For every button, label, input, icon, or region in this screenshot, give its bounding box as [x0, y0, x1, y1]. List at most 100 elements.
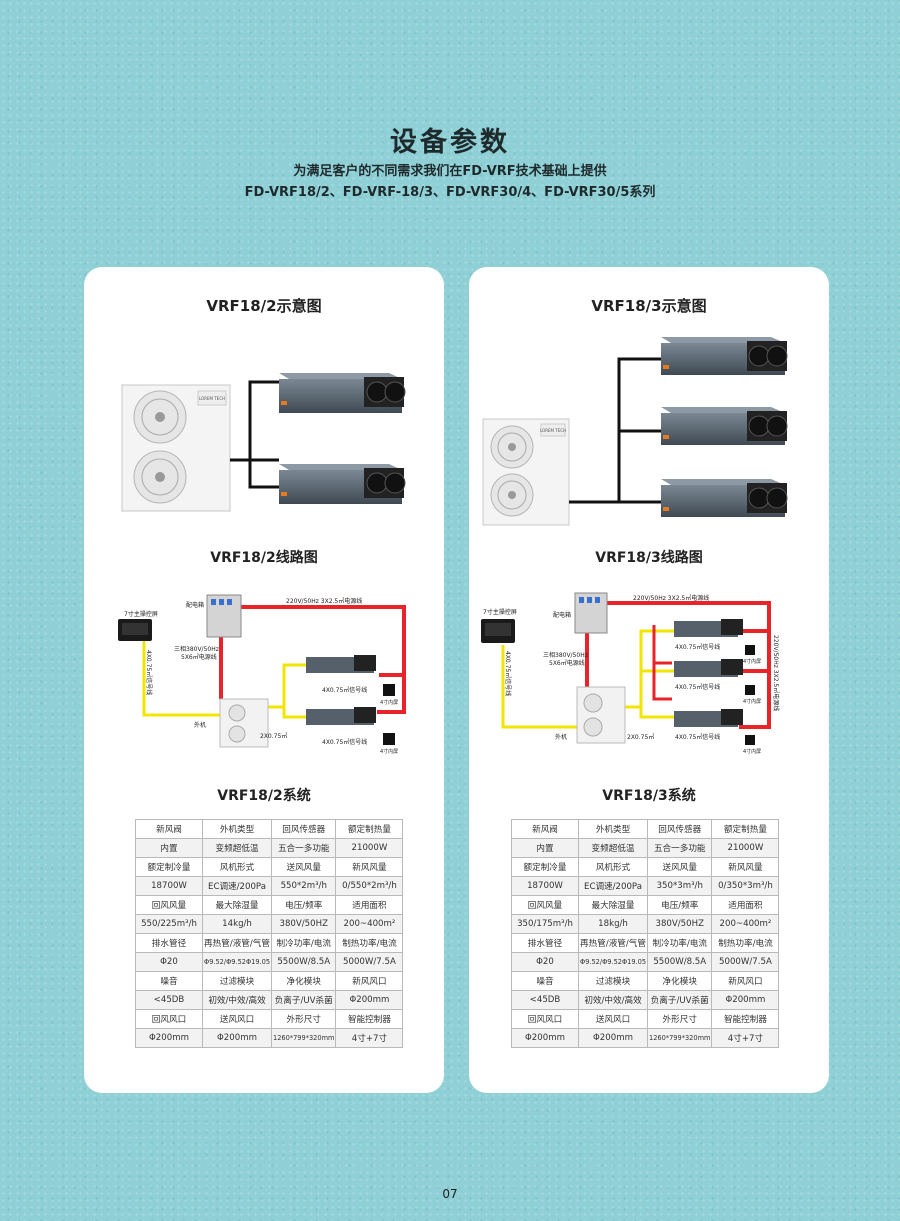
table-row: 回风风量最大除湿量电压/频率适用面积	[511, 895, 780, 915]
table-cell: <45DB	[511, 990, 579, 1010]
table-cell: 过滤模块	[201, 971, 273, 991]
wiring-diagram	[481, 592, 771, 745]
table-cell: 新风风量	[711, 857, 780, 877]
table-cell: 550/225m³/h	[135, 914, 203, 934]
table-cell: Φ200mm	[335, 990, 404, 1010]
table-cell: 14kg/h	[201, 914, 273, 934]
table-cell: 外机类型	[201, 819, 273, 839]
table-row: 额定制冷量风机形式送风风量新风风量	[135, 857, 404, 877]
table-cell: 额定制热量	[335, 819, 404, 839]
indoor-duct-unit	[279, 464, 406, 504]
table-cell: 200~400m²	[711, 914, 780, 934]
table-cell: 额定制热量	[711, 819, 780, 839]
table-cell: 初效/中效/高效	[201, 990, 273, 1010]
wiring-diagram	[118, 594, 406, 748]
table-row: 回风风量最大除湿量电压/频率适用面积	[135, 895, 404, 915]
table-row: 新风阀外机类型回风传感器额定制热量	[511, 819, 780, 839]
table-cell: 制冷功率/电流	[647, 933, 713, 953]
label-electric-box: 配电箱	[553, 611, 571, 619]
page-title: 设备参数	[390, 127, 510, 158]
vrf18-3-diagrams: LOREM TECH	[481, 337, 788, 745]
table-cell: EC调速/200Pa	[577, 876, 649, 896]
table-cell: 5000W/7.5A	[335, 952, 404, 972]
table-cell: 内置	[135, 838, 203, 858]
table-cell: 适用面积	[335, 895, 404, 915]
table-cell: 新风风口	[711, 971, 780, 991]
table-cell: 380V/50HZ	[647, 914, 713, 934]
indoor-duct-unit	[279, 373, 406, 413]
table-cell: 排水管径	[511, 933, 579, 953]
table-cell: 再热管/液管/气管	[201, 933, 273, 953]
wiring-title: VRF18/2线路图	[210, 550, 318, 566]
table-cell: 排水管径	[135, 933, 203, 953]
table-cell: 0/350*3m³/h	[711, 876, 780, 896]
table-cell: 回风传感器	[271, 819, 337, 839]
label-screen-1: 4寸内屏	[743, 658, 761, 665]
table-cell: Φ200mm	[135, 1028, 203, 1048]
brand-label: LOREM TECH	[199, 396, 225, 401]
brand-label: LOREM TECH	[540, 428, 566, 433]
table-cell: 最大除湿量	[201, 895, 273, 915]
table-cell: 制热功率/电流	[711, 933, 780, 953]
table-cell: 380V/50HZ	[271, 914, 337, 934]
table-cell: 变频超低温	[201, 838, 273, 858]
label-cable: 2X0.75㎡	[260, 732, 287, 740]
table-row: 噪音过滤模块净化模块新风风口	[511, 971, 780, 991]
table-cell: 净化模块	[647, 971, 713, 991]
table-cell: 最大除湿量	[577, 895, 649, 915]
table-cell: 净化模块	[271, 971, 337, 991]
vrf18-2-panel: VRF18/2示意图 LOREM TECH	[84, 267, 444, 1093]
table-cell: 1260*799*320mm	[647, 1028, 713, 1048]
table-cell: 350/175m³/h	[511, 914, 579, 934]
label-outdoor: 外机	[555, 733, 567, 741]
label-power-vertical: 220V/50Hz 3X2.5㎡电源线	[772, 635, 780, 711]
table-cell: Φ9.52/Φ9.52Φ19.05	[201, 952, 273, 972]
table-cell: 噪音	[135, 971, 203, 991]
label-signal-1: 4X0.75㎡信号线	[322, 686, 367, 694]
table-cell: 额定制冷量	[135, 857, 203, 877]
table-row: 新风阀外机类型回风传感器额定制热量	[135, 819, 404, 839]
table-cell: 新风风量	[335, 857, 404, 877]
table-cell: 1260*799*320mm	[271, 1028, 337, 1048]
label-outdoor: 外机	[194, 721, 206, 729]
table-cell: 新风阀	[511, 819, 579, 839]
label-signal-vertical: 4X0.75㎡信号线	[145, 650, 153, 695]
table-cell: 送风风量	[647, 857, 713, 877]
table-cell: EC调速/200Pa	[201, 876, 273, 896]
table-cell: 变频超低温	[577, 838, 649, 858]
label-electric-box: 配电箱	[186, 601, 204, 609]
page-subtitle-line1: 为满足客户的不同需求我们在FD-VRF技术基础上提供	[293, 164, 607, 179]
table-cell: Φ9.52/Φ9.52Φ19.05	[577, 952, 649, 972]
indoor-duct-unit	[661, 479, 788, 517]
label-main-panel: 7寸主操控屏	[483, 608, 517, 616]
system-title: VRF18/2系统	[217, 788, 311, 804]
table-cell: 五合一多功能	[647, 838, 713, 858]
table-cell: Φ200mm	[711, 990, 780, 1010]
table-row: 排水管径再热管/液管/气管制冷功率/电流制热功率/电流	[511, 933, 780, 953]
outdoor-unit-illustration: LOREM TECH	[121, 384, 231, 512]
table-cell: 电压/频率	[647, 895, 713, 915]
table-cell: 风机形式	[201, 857, 273, 877]
table-cell: 适用面积	[711, 895, 780, 915]
wiring-title: VRF18/3线路图	[595, 550, 703, 566]
label-signal-2: 4X0.75㎡信号线	[675, 683, 720, 691]
label-main-panel: 7寸主操控屏	[124, 610, 158, 618]
table-cell: 外机类型	[577, 819, 649, 839]
table-cell: 智能控制器	[711, 1009, 780, 1029]
table-cell: 制热功率/电流	[335, 933, 404, 953]
system-title: VRF18/3系统	[602, 788, 696, 804]
schematic-title: VRF18/2示意图	[206, 297, 322, 315]
table-row: 噪音过滤模块净化模块新风风口	[135, 971, 404, 991]
table-cell: 外形尺寸	[271, 1009, 337, 1029]
indoor-duct-unit	[661, 337, 788, 375]
wiring-labels: 7寸主操控屏 配电箱 220V/50Hz 3X2.5㎡电源线 三相380V/50…	[483, 594, 780, 755]
table-cell: Φ20	[511, 952, 579, 972]
